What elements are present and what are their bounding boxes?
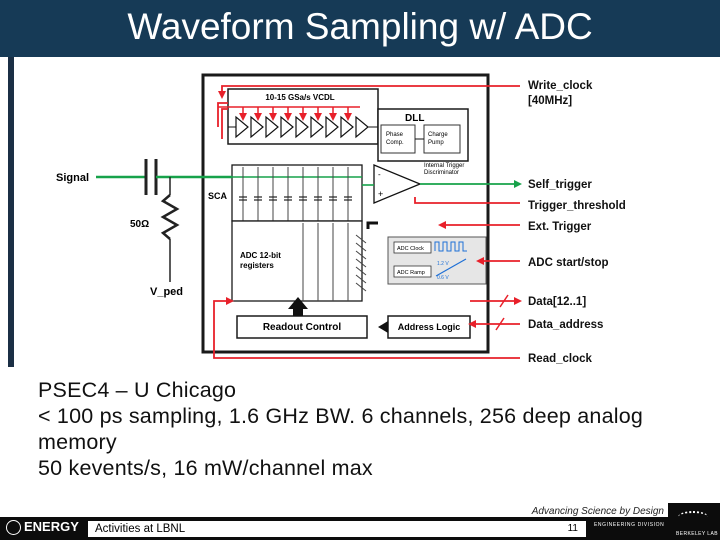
body-line-3: 50 kevents/s, 16 mW/channel max <box>38 456 373 480</box>
external-signals <box>213 85 522 359</box>
title-bar <box>0 0 720 57</box>
trigger-disc-label-2: Discriminator <box>424 170 459 176</box>
footer-link: Activities at LBNL <box>95 523 186 535</box>
readout-up-arrow <box>288 297 308 316</box>
addr-left-arrow <box>378 321 388 333</box>
doe-logo: ENERGY <box>6 519 79 536</box>
adc-clock-label: ADC Clock <box>397 246 424 252</box>
bus-slashes <box>495 294 509 331</box>
footer-link-box: Activities at LBNL 11 <box>88 521 586 537</box>
footer: ENERGY Activities at LBNL 11 ENGINEERING… <box>0 503 720 540</box>
data-address-label: Data_address <box>528 319 603 331</box>
charge-pump-label-1: Charge <box>428 132 448 138</box>
body-line-2: < 100 ps sampling, 1.6 GHz BW. 6 channel… <box>38 404 644 454</box>
write-clock-label: Write_clock <box>528 80 593 92</box>
adc-columns <box>302 223 349 301</box>
clock-waveform <box>434 241 467 252</box>
vped-label: V_ped <box>150 286 183 298</box>
volt-high: 1.2 V <box>437 261 449 267</box>
page-number: 11 <box>567 523 578 534</box>
sca-columns <box>242 167 349 221</box>
read-clock-label: Read_clock <box>528 353 593 365</box>
adc-hatch <box>355 234 367 292</box>
disc-minus: - <box>378 170 381 179</box>
tagline: Advancing Science by Design <box>531 506 664 517</box>
signal-label: Signal <box>56 172 89 184</box>
left-accent-bar <box>8 57 14 367</box>
readout-control-label: Readout Control <box>263 322 342 333</box>
vcdl-feedback-red <box>217 102 228 139</box>
resistor <box>160 194 180 240</box>
resistor-label: 50Ω <box>130 219 149 230</box>
slide-body: PSEC4 – U Chicago < 100 ps sampling, 1.6… <box>38 377 708 481</box>
vcdl-buffers <box>235 115 369 139</box>
engineering-division-label: ENGINEERING DIVISION <box>594 522 665 528</box>
ext-trigger-label: Ext. Trigger <box>528 221 592 233</box>
adc-label-2: registers <box>240 261 274 270</box>
address-logic-label: Address Logic <box>398 322 461 332</box>
body-line-1: PSEC4 – U Chicago <box>38 378 237 402</box>
trigger-disc-label-1: Internal Trigger <box>424 163 464 169</box>
self-trigger-label: Self_trigger <box>528 179 592 191</box>
write-clock-freq-label: [40MHz] <box>528 95 572 107</box>
adc-start-stop-label: ADC start/stop <box>528 257 609 269</box>
vcdl-label: 10-15 GSa/s VCDL <box>265 93 334 102</box>
discriminator-triangle <box>373 164 422 204</box>
phase-comp-label-2: Comp. <box>386 140 404 146</box>
sca-caps <box>239 196 352 201</box>
data-label: Data[12..1] <box>528 296 586 308</box>
disc-plus: + <box>378 189 383 199</box>
charge-pump-label-2: Pump <box>428 140 444 146</box>
slide-title: Waveform Sampling w/ ADC <box>127 6 593 47</box>
adc-label-1: ADC 12-bit <box>240 251 281 260</box>
sca-label: SCA <box>208 191 228 201</box>
dll-label: DLL <box>405 113 424 124</box>
lab-arc-icon <box>678 511 708 523</box>
volt-low: 0.6 V <box>437 275 449 281</box>
berkeley-lab-logo: BERKELEY LAB <box>668 503 720 540</box>
ramp-waveform <box>435 258 467 277</box>
vcdl-taps-red <box>239 107 352 121</box>
adc-ramp-label: ADC Ramp <box>397 270 425 276</box>
sca-box <box>231 164 363 222</box>
psec4-block-diagram: 10-15 GSa/s VCDL DLL Phase Comp. Charge … <box>56 73 626 365</box>
phase-comp-label-1: Phase <box>386 132 404 138</box>
trigger-threshold-label: Trigger_threshold <box>528 200 626 212</box>
doe-seal-icon <box>6 520 21 536</box>
